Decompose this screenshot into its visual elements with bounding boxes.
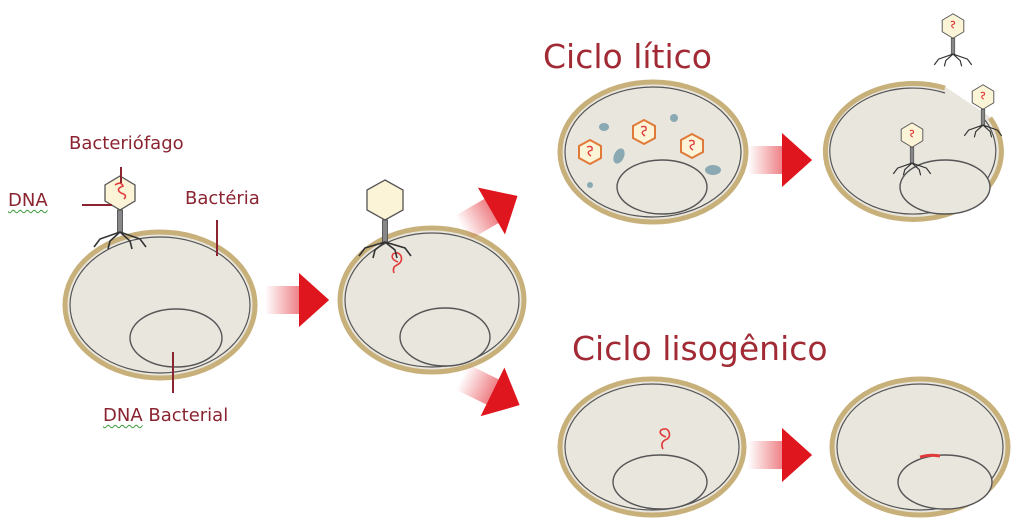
arrow-lysogenic-prophage bbox=[748, 428, 812, 482]
lysogenic-cycle-title: Ciclo lisogênico bbox=[572, 329, 828, 368]
arrow-infection bbox=[265, 273, 329, 327]
lytic-cycle-title: Ciclo lítico bbox=[543, 37, 712, 76]
bacterial-dna-label-word1: DNA bbox=[103, 405, 143, 426]
bacterial-dna-nucleoid bbox=[130, 309, 222, 367]
bacterium-label: Bactéria bbox=[185, 188, 260, 209]
arrow-lytic-release bbox=[748, 133, 812, 187]
dna-label: DNA bbox=[8, 190, 48, 211]
released-phage-1 bbox=[934, 14, 971, 67]
initial-bacterium bbox=[65, 232, 255, 378]
lytic-replication-bacterium bbox=[560, 82, 746, 222]
prophage-dna-segment bbox=[920, 455, 940, 457]
prophage-bacterium bbox=[832, 379, 1008, 515]
bacterial-dna-label: DNA Bacterial bbox=[103, 405, 228, 426]
bacteriophage-label: Bacteriófago bbox=[69, 133, 184, 154]
injected-bacterium bbox=[340, 228, 524, 372]
bacterial-dna-label-word2: Bacterial bbox=[148, 405, 228, 426]
lysogenic-integration-bacterium bbox=[560, 379, 744, 515]
